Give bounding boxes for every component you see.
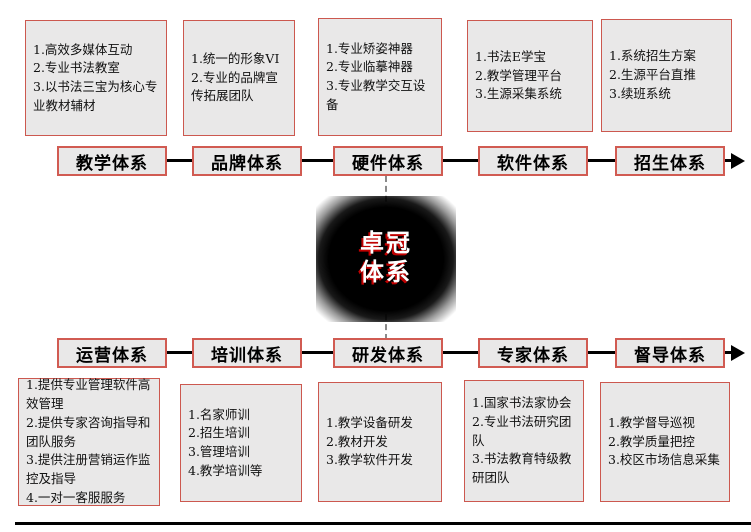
teaching-system-detail-text: 1.高效多媒体互动 2.专业书法教室 3.以书法三宝为核心专业教材辅材 (33, 41, 158, 113)
brand-system-detail-box: 1.统一的形象VI 2.专业的品牌宣传拓展团队 (183, 20, 295, 136)
expert-system-detail-box: 1.国家书法家协会 2.专业书法研究团队 3.书法教育特级教研团队 (464, 380, 584, 502)
label-training-system-text: 培训体系 (211, 345, 283, 365)
label-teaching-system: 教学体系 (57, 146, 167, 176)
label-hardware-system: 硬件体系 (333, 146, 443, 176)
rnd-system-detail-box: 1.教学设备研发 2.教材开发 3.教学软件开发 (318, 382, 442, 502)
bottom-page-rule (15, 522, 751, 525)
label-software-system-text: 软件体系 (497, 153, 569, 173)
hardware-system-detail-text: 1.专业矫姿神器 2.专业临摹神器 3.专业教学交互设备 (326, 40, 426, 112)
hardware-system-detail-box: 1.专业矫姿神器 2.专业临摹神器 3.专业教学交互设备 (318, 18, 442, 136)
label-expert-system-text: 专家体系 (497, 345, 569, 365)
label-supervision-system-text: 督导体系 (634, 345, 706, 365)
label-brand-system-text: 品牌体系 (211, 153, 283, 173)
label-operations-system-text: 运营体系 (76, 345, 148, 365)
operations-system-detail-box: 1.提供专业管理软件高效管理 2.提供专家咨询指导和团队服务 3.提供注册营销运… (18, 377, 160, 506)
label-rnd-system: 研发体系 (333, 338, 443, 368)
label-software-system: 软件体系 (478, 146, 588, 176)
supervision-system-detail-box: 1.教学督导巡视 2.教学质量把控 3.校区市场信息采集 (600, 382, 730, 502)
top-arrow-icon (731, 153, 745, 169)
label-operations-system: 运营体系 (57, 338, 167, 368)
enrollment-system-detail-box: 1.系统招生方案 2.生源平台直推 3.续班系统 (601, 19, 732, 132)
label-hardware-system-text: 硬件体系 (352, 153, 424, 173)
label-rnd-system-text: 研发体系 (352, 345, 424, 365)
operations-system-detail-text: 1.提供专业管理软件高效管理 2.提供专家咨询指导和团队服务 3.提供注册营销运… (26, 377, 151, 505)
training-system-detail-text: 1.名家师训 2.招生培训 3.管理培训 4.教学培训等 (188, 406, 263, 478)
center-brand-circle: 卓冠 体系 (316, 196, 456, 322)
supervision-system-detail-text: 1.教学督导巡视 2.教学质量把控 3.校区市场信息采集 (608, 414, 720, 468)
center-brand-title-line1: 卓冠 (360, 230, 412, 258)
label-enrollment-system: 招生体系 (615, 146, 725, 176)
label-teaching-system-text: 教学体系 (76, 153, 148, 173)
teaching-system-detail-box: 1.高效多媒体互动 2.专业书法教室 3.以书法三宝为核心专业教材辅材 (25, 20, 167, 136)
rnd-system-detail-text: 1.教学设备研发 2.教材开发 3.教学软件开发 (326, 414, 413, 468)
software-system-detail-box: 1.书法E学宝 2.教学管理平台 3.生源采集系统 (467, 20, 593, 132)
bottom-arrow-icon (731, 345, 745, 361)
center-brand-title-line2: 体系 (360, 259, 412, 286)
enrollment-system-detail-text: 1.系统招生方案 2.生源平台直推 3.续班系统 (609, 48, 696, 101)
label-supervision-system: 督导体系 (615, 338, 725, 368)
label-training-system: 培训体系 (192, 338, 302, 368)
label-expert-system: 专家体系 (478, 338, 588, 368)
brand-system-detail-text: 1.统一的形象VI 2.专业的品牌宣传拓展团队 (191, 50, 280, 104)
label-brand-system: 品牌体系 (192, 146, 302, 176)
training-system-detail-box: 1.名家师训 2.招生培训 3.管理培训 4.教学培训等 (180, 384, 302, 502)
expert-system-detail-text: 1.国家书法家协会 2.专业书法研究团队 3.书法教育特级教研团队 (472, 395, 572, 486)
label-enrollment-system-text: 招生体系 (634, 153, 706, 173)
software-system-detail-text: 1.书法E学宝 2.教学管理平台 3.生源采集系统 (475, 48, 562, 102)
